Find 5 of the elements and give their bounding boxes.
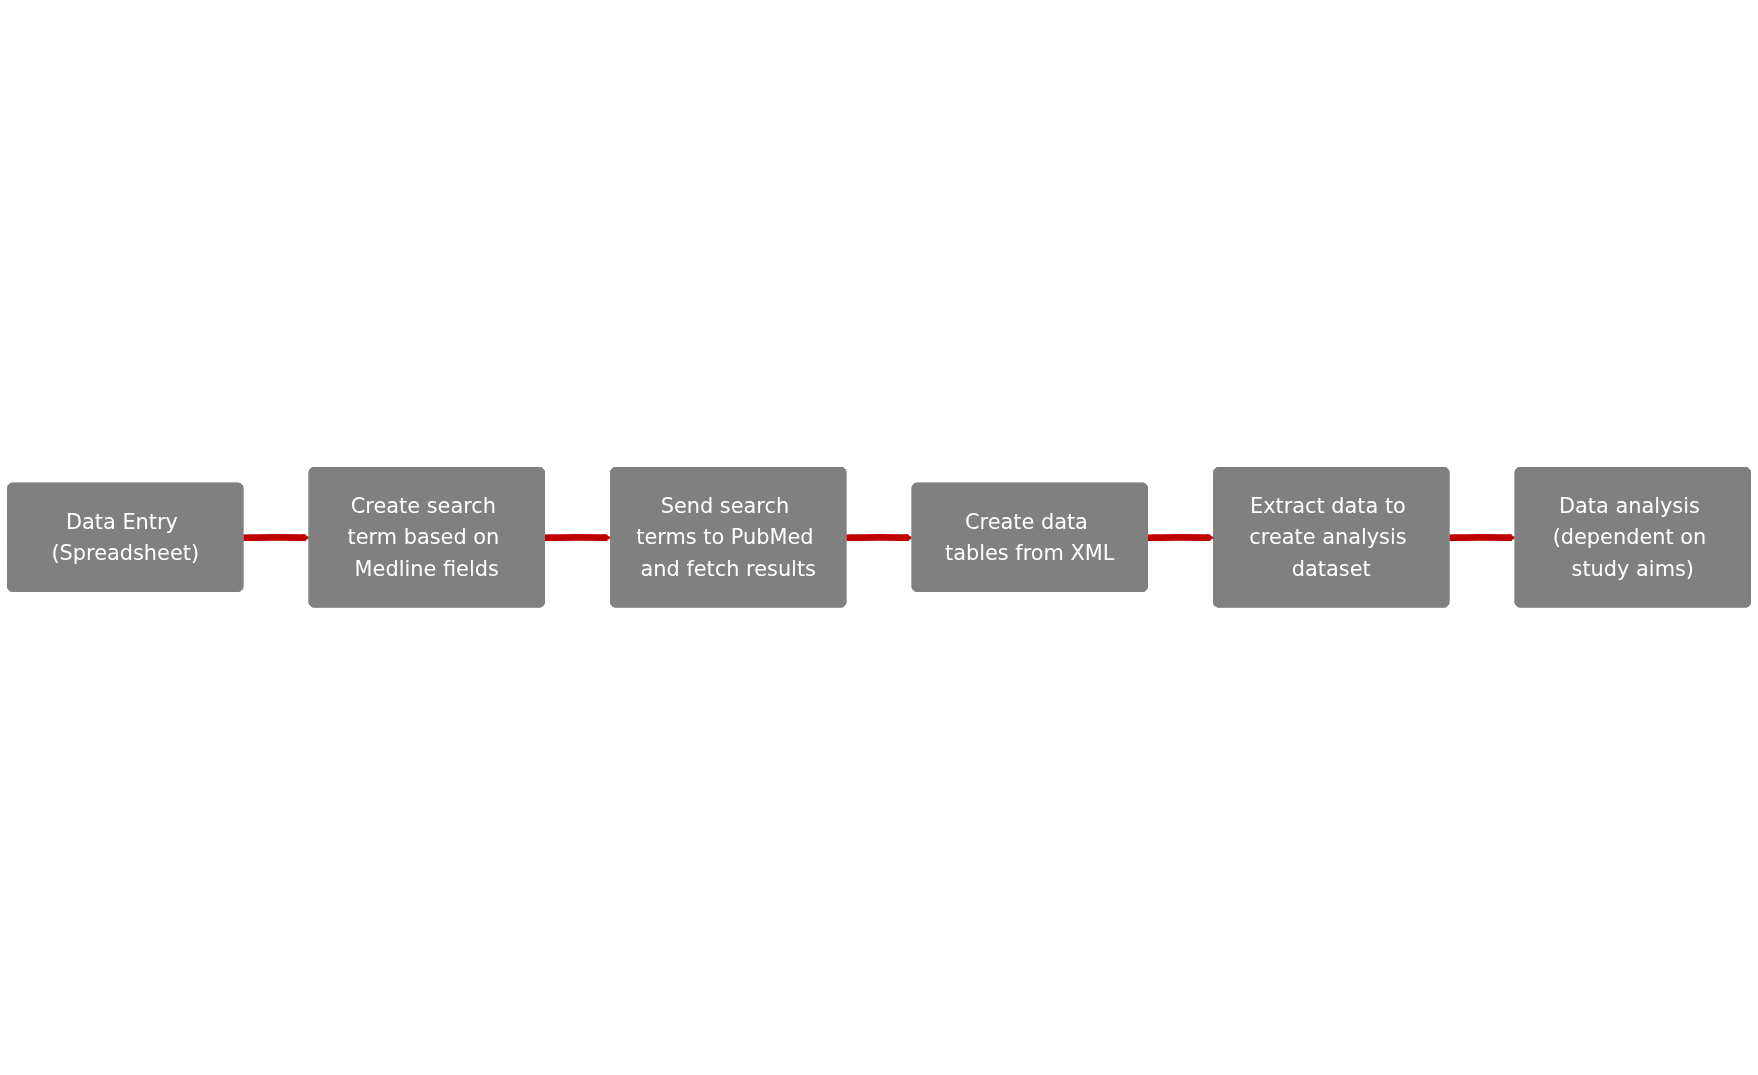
- arrow: [846, 533, 914, 543]
- arrow: [1449, 533, 1517, 543]
- arrow: [1147, 533, 1215, 543]
- arrow: [544, 533, 612, 543]
- arrow: [243, 533, 310, 543]
